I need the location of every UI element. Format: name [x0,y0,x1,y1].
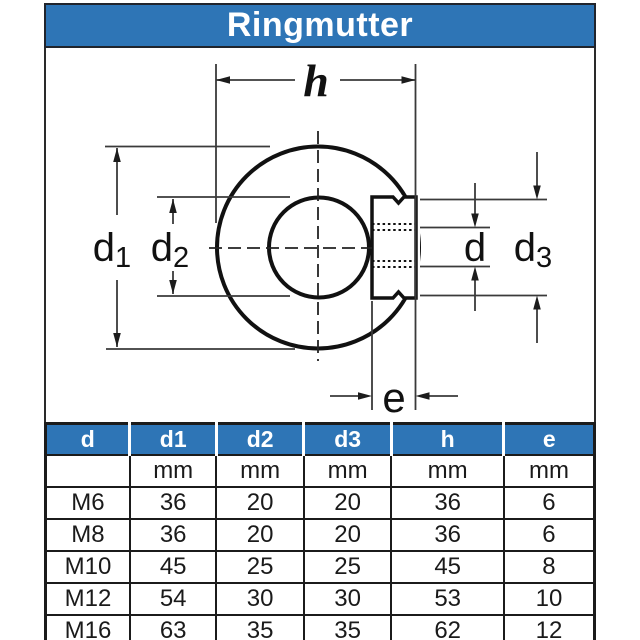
column-header-d: d [45,423,130,456]
table-cell: 20 [215,518,304,551]
table-cell: 54 [128,582,217,615]
arrow-down-icon [533,185,541,200]
table-cell: 63 [128,614,217,640]
table-cell: 25 [215,550,304,583]
table-row: M12 54 30 30 53 10 [45,582,595,615]
arrow-left-icon [216,76,230,84]
nut-body [370,195,418,300]
thread-lines [372,223,416,268]
table-cell: 36 [390,518,504,551]
arrow-right-icon [358,392,372,400]
arrow-up-icon [533,295,541,310]
table-cell: M10 [45,550,130,583]
table-cell: 25 [302,550,392,583]
dim-label-d3-sub: 3 [536,242,552,274]
table-cell: 20 [302,518,392,551]
table-cell: 36 [128,518,217,551]
table-cell: 20 [215,486,304,519]
table-cell: 45 [128,550,217,583]
arrow-right-icon [401,76,416,84]
dim-label-h: h [303,55,329,106]
table-cell: 35 [302,614,392,640]
table-cell: 12 [502,614,595,640]
table-row: M10 45 25 25 45 8 [45,550,595,583]
arrow-down-icon [471,213,479,228]
page-title: Ringmutter [226,6,414,44]
table-cell: 35 [215,614,304,640]
table-cell: 30 [215,582,304,615]
table-cell: 45 [390,550,504,583]
table-cell: 30 [302,582,392,615]
table-cell: 6 [502,486,595,519]
table-cell: 36 [128,486,217,519]
dim-label-d: d [464,226,486,270]
table-cell: mm [502,455,595,487]
table-cell: M16 [45,614,130,640]
eye-nut-technical-drawing: h d1 d2 d d3 e [93,55,552,421]
table-row: M8 36 20 20 36 6 [45,518,595,551]
table-cell: mm [128,455,217,487]
arrow-down-icon [169,280,177,294]
table-cell: mm [302,455,392,487]
arrow-up-icon [471,266,479,281]
dim-label-d1-sub: 1 [115,242,131,274]
column-header-d2: d2 [214,423,304,456]
table-header-row: d d1 d2 d3 h e [45,423,595,456]
arrow-down-icon [113,333,121,347]
arrowheads [113,76,541,400]
dim-label-d2-main: d [151,226,173,270]
table-cell: M6 [45,486,130,519]
dim-label-d1: d1 [93,226,131,274]
dim-label-d3: d3 [514,226,552,274]
arrow-up-icon [169,199,177,213]
table-cell: 10 [502,582,595,615]
column-header-d1: d1 [128,423,217,456]
arrow-left-icon [415,392,430,400]
dim-label-d2: d2 [151,226,189,274]
table-cell: 6 [502,518,595,551]
table-row: M16 63 35 35 62 12 [45,614,595,640]
table-cell: mm [390,455,504,487]
table-cell: 53 [390,582,504,615]
table-row: M6 36 20 20 36 6 [45,486,595,519]
table-cell: 36 [390,486,504,519]
drawing-area [44,48,596,422]
centerlines [209,131,372,361]
dim-label-d2-sub: 2 [173,242,189,274]
table-cell: 62 [390,614,504,640]
column-header-e: e [502,423,595,456]
dimension-table: d d1 d2 d3 h e mm mm mm mm mm M6 36 20 2… [44,422,596,640]
table-cell: M8 [45,518,130,551]
table-cell [46,455,130,487]
table-cell: 8 [502,550,595,583]
table-cell: M12 [45,582,130,615]
dim-label-d3-main: d [514,226,536,270]
table-cell: 20 [302,486,392,519]
dim-label-e: e [382,374,405,421]
table-cell: mm [215,455,304,487]
table-units-row: mm mm mm mm mm [46,455,595,487]
column-header-h: h [389,423,504,456]
dim-label-d1-main: d [93,226,115,270]
column-header-d3: d3 [302,423,392,456]
title-bar: Ringmutter [44,3,596,48]
arrow-up-icon [113,148,121,162]
